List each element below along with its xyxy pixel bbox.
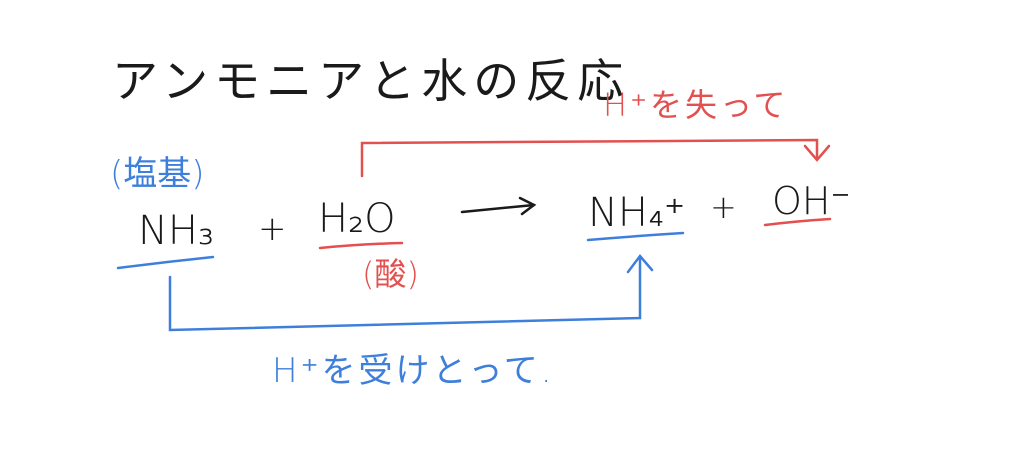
lose-h-label: H⁺を失って [603, 86, 788, 124]
plus-sign-2: + [710, 188, 737, 226]
oh-underline [763, 217, 832, 227]
reactant-nh3: NH₃ [138, 208, 214, 254]
h2o-underline [318, 241, 404, 250]
reactant-h2o: H₂O [318, 196, 396, 242]
blue-transfer-bracket [168, 256, 642, 332]
nh4-underline [586, 231, 685, 242]
red-transfer-bracket [360, 138, 819, 178]
title: アンモニアと水の反応 [112, 54, 629, 108]
reaction-arrow-icon [460, 203, 536, 214]
blue-arrowhead-icon [626, 254, 654, 274]
product-oh: OH⁻ [772, 179, 851, 223]
base-label: (塩基) [110, 154, 205, 194]
product-nh4: NH₄⁺ [588, 190, 685, 236]
red-arrowhead-icon [803, 144, 831, 162]
reaction-arrowhead-icon [518, 196, 537, 216]
nh3-underline [116, 255, 215, 270]
plus-sign-1: + [258, 209, 287, 249]
acid-label: (酸) [362, 255, 419, 293]
gain-h-label: H⁺を受けとって. [272, 351, 555, 391]
